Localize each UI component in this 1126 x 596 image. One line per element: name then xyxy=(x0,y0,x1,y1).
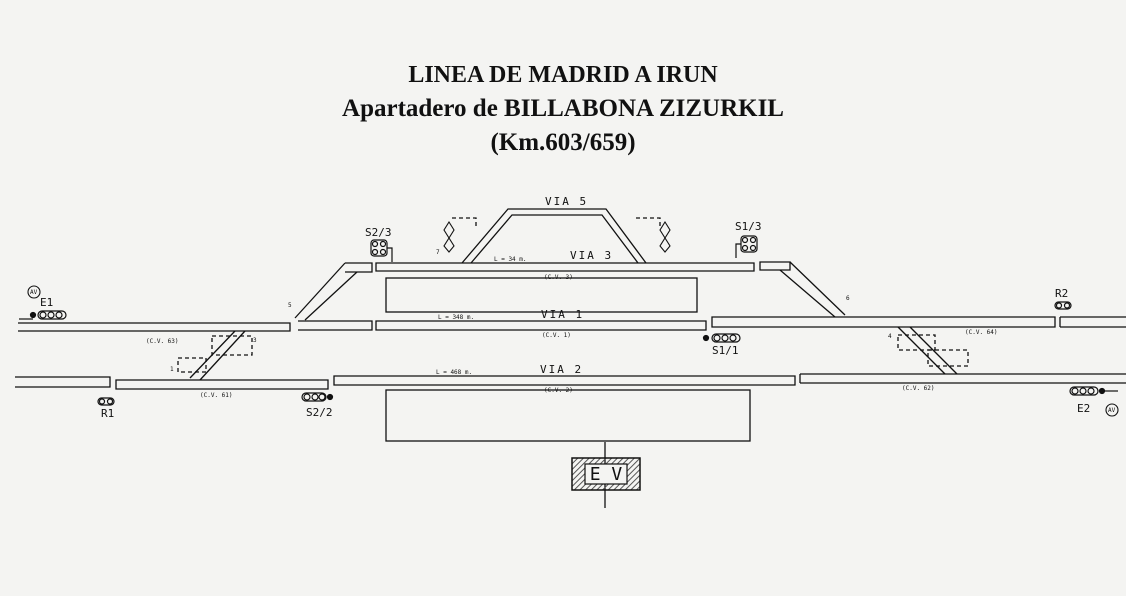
track-via1-segment-a xyxy=(298,320,373,331)
signal-s22-label: S2/2 xyxy=(306,406,333,419)
switch-6: 6 xyxy=(846,295,850,302)
signal-s11-label: S1/1 xyxy=(712,344,739,357)
track-via3-left-stub xyxy=(345,262,373,273)
length-via2: L = 468 m. xyxy=(436,369,472,376)
track-via1-segment-b xyxy=(711,316,1056,328)
switch-indicator-left-icon xyxy=(443,220,455,253)
label-via3: VIA 3 xyxy=(570,249,613,262)
label-via1: VIA 1 xyxy=(541,308,584,321)
track-via1-right xyxy=(1059,316,1126,328)
switch-indicator-right-icon xyxy=(659,220,671,253)
platform-2 xyxy=(385,389,751,442)
building-label: E V xyxy=(590,464,623,485)
track-labels: VIA 5 VIA 3 VIA 1 VIA 2 L = 34 m. L = 34… xyxy=(436,195,613,376)
circuit-cv62: (C.V. 62) xyxy=(902,385,935,392)
switch-box-7 xyxy=(452,217,477,228)
track-via2-left xyxy=(15,376,111,388)
crossover-left-lower-b xyxy=(199,330,246,381)
signal-s23-label: S2/3 xyxy=(365,226,392,239)
label-via5: VIA 5 xyxy=(545,195,588,208)
title-block: LINEA DE MADRID A IRUN Apartadero de BIL… xyxy=(0,58,1126,160)
label-via2: VIA 2 xyxy=(540,363,583,376)
av-marker-right-icon xyxy=(1105,403,1119,417)
signal-e1-icon xyxy=(19,310,67,320)
title-line-1: LINEA DE MADRID A IRUN xyxy=(408,62,718,88)
switch-5: 5 xyxy=(288,302,292,309)
circuit-cv1: (C.V. 1) xyxy=(542,332,571,339)
track-via5 xyxy=(461,208,647,264)
station-building xyxy=(571,457,641,491)
track-via2-platform xyxy=(333,375,796,386)
signal-r1-label: R1 xyxy=(101,407,114,420)
signal-s22-icon xyxy=(301,392,334,402)
length-via3: L = 34 m. xyxy=(494,256,527,263)
signal-s13-icon xyxy=(735,235,758,258)
circuit-cv3: (C.V. 3) xyxy=(544,274,573,281)
switch-7: 7 xyxy=(436,249,440,256)
switch-box-3 xyxy=(211,335,253,356)
signal-labels: E1 E2 R1 R2 S2/3 S1/3 S1/1 S2/2 xyxy=(40,220,1090,420)
track-via5-inner xyxy=(470,214,639,264)
circuit-labels: (C.V. 3) (C.V. 1) (C.V. 2) (C.V. 63) (C.… xyxy=(146,274,998,399)
crossover-right-upper-b xyxy=(779,269,836,318)
signal-s23-icon xyxy=(370,239,393,262)
signal-e2-icon xyxy=(1069,386,1118,396)
switch-3: 3 xyxy=(253,337,257,344)
av-marker-right-label: AV xyxy=(1108,407,1116,414)
signal-s13-label: S1/3 xyxy=(735,220,762,233)
length-via1: L = 348 m. xyxy=(438,314,474,321)
crossover-left-upper-b xyxy=(304,271,358,321)
platform-1 xyxy=(385,277,698,313)
track-via1-main-left xyxy=(18,322,291,332)
signal-r1-icon xyxy=(97,397,115,406)
switch-1: 1 xyxy=(170,366,174,373)
crossover-left-upper xyxy=(294,262,346,319)
signal-s11-icon xyxy=(702,333,741,343)
circuit-cv63: (C.V. 63) xyxy=(146,338,179,345)
title-line-3: (Km.603/659) xyxy=(490,129,636,156)
switch-box-6 xyxy=(636,217,661,228)
switch-box-1 xyxy=(177,357,207,373)
av-marker-left-label: AV xyxy=(30,289,38,296)
crossover-right-upper xyxy=(789,261,846,316)
circuit-cv61: (C.V. 61) xyxy=(200,392,233,399)
track-via3 xyxy=(375,262,755,272)
crossover-right-lower-b xyxy=(909,326,958,375)
switch-box-4 xyxy=(897,334,936,351)
track-via1-platform xyxy=(375,320,707,331)
circuit-cv2: (C.V. 2) xyxy=(544,387,573,394)
signal-r2-label: R2 xyxy=(1055,287,1068,300)
switch-4: 4 xyxy=(888,333,892,340)
track-via2-seg-b xyxy=(799,373,1126,384)
switch-labels: 3 1 4 5 6 7 xyxy=(170,249,892,373)
signal-r2-icon xyxy=(1054,301,1072,310)
title-line-2: Apartadero de BILLABONA ZIZURKIL xyxy=(342,95,784,122)
signal-e1-label: E1 xyxy=(40,296,53,309)
av-marker-left-icon xyxy=(27,285,41,299)
signal-e2-label: E2 xyxy=(1077,402,1090,415)
track-via2-seg-a xyxy=(115,379,329,390)
switch-box-2 xyxy=(927,349,969,367)
circuit-cv64: (C.V. 64) xyxy=(965,329,998,336)
track-via3-right-stub xyxy=(759,261,791,271)
